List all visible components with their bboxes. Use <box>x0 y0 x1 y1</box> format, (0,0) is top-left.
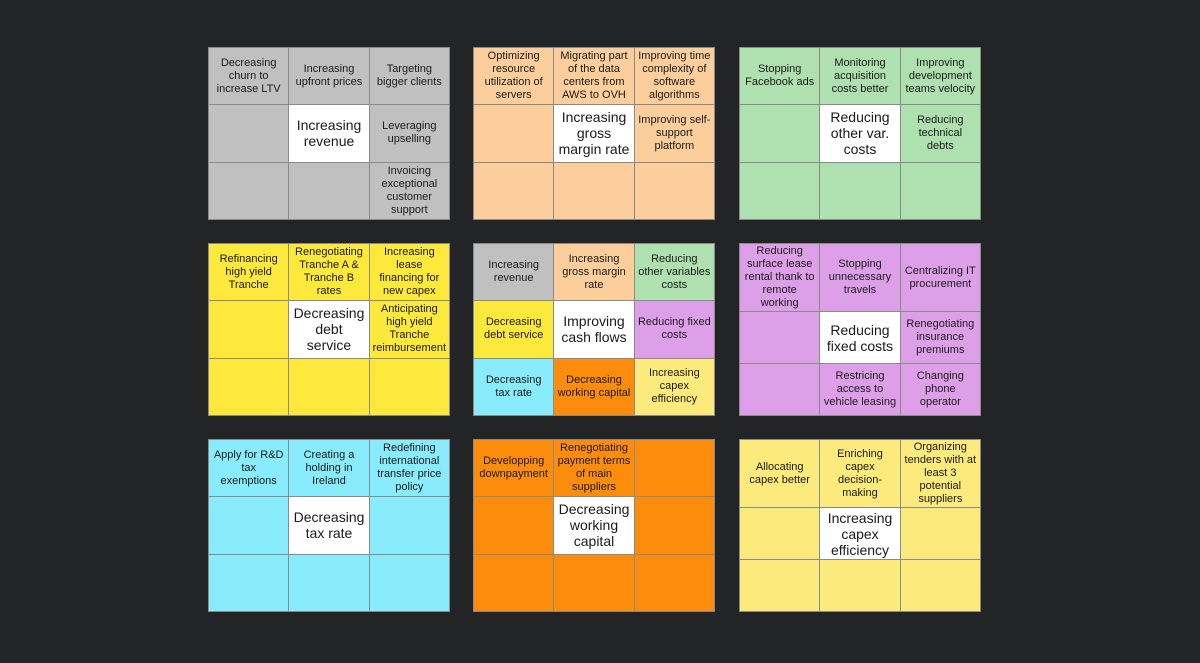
grid-decreasing-working-capital: Developping downpayment Renegotiating pa… <box>473 439 715 612</box>
cell-improving-time-complexity: Improving time complexity of software al… <box>634 48 714 105</box>
cell-empty <box>820 560 900 611</box>
cell-empty <box>209 301 289 358</box>
cell-stopping-travels: Stopping unnecessary travels <box>820 244 900 311</box>
cell-developping-downpayment: Developping downpayment <box>474 440 554 497</box>
cell-reducing-other-variable-costs: Reducing other variables costs <box>634 244 714 301</box>
cell-increasing-revenue: Increasing revenue <box>474 244 554 301</box>
cell-empty <box>474 162 554 219</box>
grid-decreasing-debt-service: Refinancing high yield Tranche Renegotia… <box>208 243 450 416</box>
cell-anticipating-reimbursement: Anticipating high yield Tranche reimburs… <box>369 301 449 358</box>
cell-empty <box>740 162 820 219</box>
cell-empty <box>634 440 714 497</box>
cell-empty <box>474 497 554 554</box>
cell-empty <box>474 105 554 162</box>
cell-centralizing-it-procurement: Centralizing IT procurement <box>900 244 980 311</box>
cell-empty <box>740 508 820 559</box>
grid-center-label: Decreasing tax rate <box>289 497 369 554</box>
cell-increasing-gross-margin-rate: Increasing gross margin rate <box>554 244 634 301</box>
cell-improving-self-support: Improving self-support platform <box>634 105 714 162</box>
cell-renegotiating-payment-terms: Renegotiating payment terms of main supp… <box>554 440 634 497</box>
cell-renegotiating-tranche-rates: Renegotiating Tranche A & Tranche B rate… <box>289 244 369 301</box>
cell-monitoring-acquisition-costs: Monitoring acquisition costs better <box>820 48 900 105</box>
cell-empty <box>209 358 289 415</box>
cell-transfer-price-policy: Redefining international transfer price … <box>369 440 449 497</box>
grid-center-label: Increasing revenue <box>289 105 369 162</box>
cell-empty <box>289 358 369 415</box>
cell-decreasing-churn: Decreasing churn to increase LTV <box>209 48 289 105</box>
cell-empty <box>209 554 289 611</box>
cell-empty <box>474 554 554 611</box>
cell-reducing-technical-debts: Reducing technical debts <box>900 105 980 162</box>
cell-rd-tax-exemptions: Apply for R&D tax exemptions <box>209 440 289 497</box>
cell-reducing-fixed-costs: Reducing fixed costs <box>634 301 714 358</box>
cell-empty <box>634 162 714 219</box>
cell-decreasing-working-capital: Decreasing working capital <box>554 358 634 415</box>
cell-increasing-capex-efficiency: Increasing capex efficiency <box>634 358 714 415</box>
cell-empty <box>209 162 289 219</box>
cell-empty <box>554 162 634 219</box>
cell-empty <box>369 554 449 611</box>
cell-optimizing-servers: Optimizing resource utilization of serve… <box>474 48 554 105</box>
cell-allocating-capex: Allocating capex better <box>740 440 820 507</box>
cell-migrating-data-centers: Migrating part of the data centers from … <box>554 48 634 105</box>
cell-invoicing-support: Invoicing exceptional customer support <box>369 162 449 219</box>
cell-empty <box>820 162 900 219</box>
cell-decreasing-debt-service: Decreasing debt service <box>474 301 554 358</box>
grid-center-label: Reducing fixed costs <box>820 312 900 363</box>
cell-empty <box>740 364 820 415</box>
grid-increasing-gross-margin-rate: Optimizing resource utilization of serve… <box>473 47 715 220</box>
cell-holding-in-ireland: Creating a holding in Ireland <box>289 440 369 497</box>
grid-increasing-revenue: Decreasing churn to increase LTV Increas… <box>208 47 450 220</box>
cell-changing-phone-operator: Changing phone operator <box>900 364 980 415</box>
cell-empty <box>740 560 820 611</box>
cell-empty <box>289 554 369 611</box>
cell-organizing-tenders: Organizing tenders with at least 3 poten… <box>900 440 980 507</box>
cell-empty <box>209 105 289 162</box>
cell-empty <box>289 162 369 219</box>
cell-empty <box>900 162 980 219</box>
cell-empty <box>369 358 449 415</box>
cell-leveraging-upselling: Leveraging upselling <box>369 105 449 162</box>
cell-decreasing-tax-rate: Decreasing tax rate <box>474 358 554 415</box>
grid-center-label: Reducing other var. costs <box>820 105 900 162</box>
grid-reducing-fixed-costs: Reducing surface lease rental thank to r… <box>739 243 981 416</box>
grid-increasing-capex-efficiency: Allocating capex better Enriching capex … <box>739 439 981 612</box>
cell-targeting-bigger-clients: Targeting bigger clients <box>369 48 449 105</box>
grid-center-label: Decreasing working capital <box>554 497 634 554</box>
cell-stopping-facebook-ads: Stopping Facebook ads <box>740 48 820 105</box>
grid-center-label: Improving cash flows <box>554 301 634 358</box>
cell-improving-velocity: Improving development teams velocity <box>900 48 980 105</box>
cell-empty <box>209 497 289 554</box>
cell-restricting-vehicle-leasing: Restricing access to vehicle leasing <box>820 364 900 415</box>
cell-empty <box>740 312 820 363</box>
cell-empty <box>900 560 980 611</box>
cell-enriching-capex-decision: Enriching capex decision-making <box>820 440 900 507</box>
grid-improving-cash-flows: Increasing revenue Increasing gross marg… <box>473 243 715 416</box>
cell-refinancing-tranche: Refinancing high yield Tranche <box>209 244 289 301</box>
cell-increasing-lease-financing: Increasing lease financing for new capex <box>369 244 449 301</box>
grid-reducing-other-var-costs: Stopping Facebook ads Monitoring acquisi… <box>739 47 981 220</box>
cell-increasing-upfront-prices: Increasing upfront prices <box>289 48 369 105</box>
grid-decreasing-tax-rate: Apply for R&D tax exemptions Creating a … <box>208 439 450 612</box>
cell-empty <box>369 497 449 554</box>
cell-empty <box>634 554 714 611</box>
grid-center-label: Increasing gross margin rate <box>554 105 634 162</box>
cell-empty <box>634 497 714 554</box>
cell-empty <box>740 105 820 162</box>
cell-reducing-surface-lease: Reducing surface lease rental thank to r… <box>740 244 820 311</box>
cell-empty <box>554 554 634 611</box>
grid-center-label: Decreasing debt service <box>289 301 369 358</box>
grid-center-label: Increasing capex efficiency <box>820 508 900 559</box>
cell-renegotiating-insurance: Renegotiating insurance premiums <box>900 312 980 363</box>
cell-empty <box>900 508 980 559</box>
